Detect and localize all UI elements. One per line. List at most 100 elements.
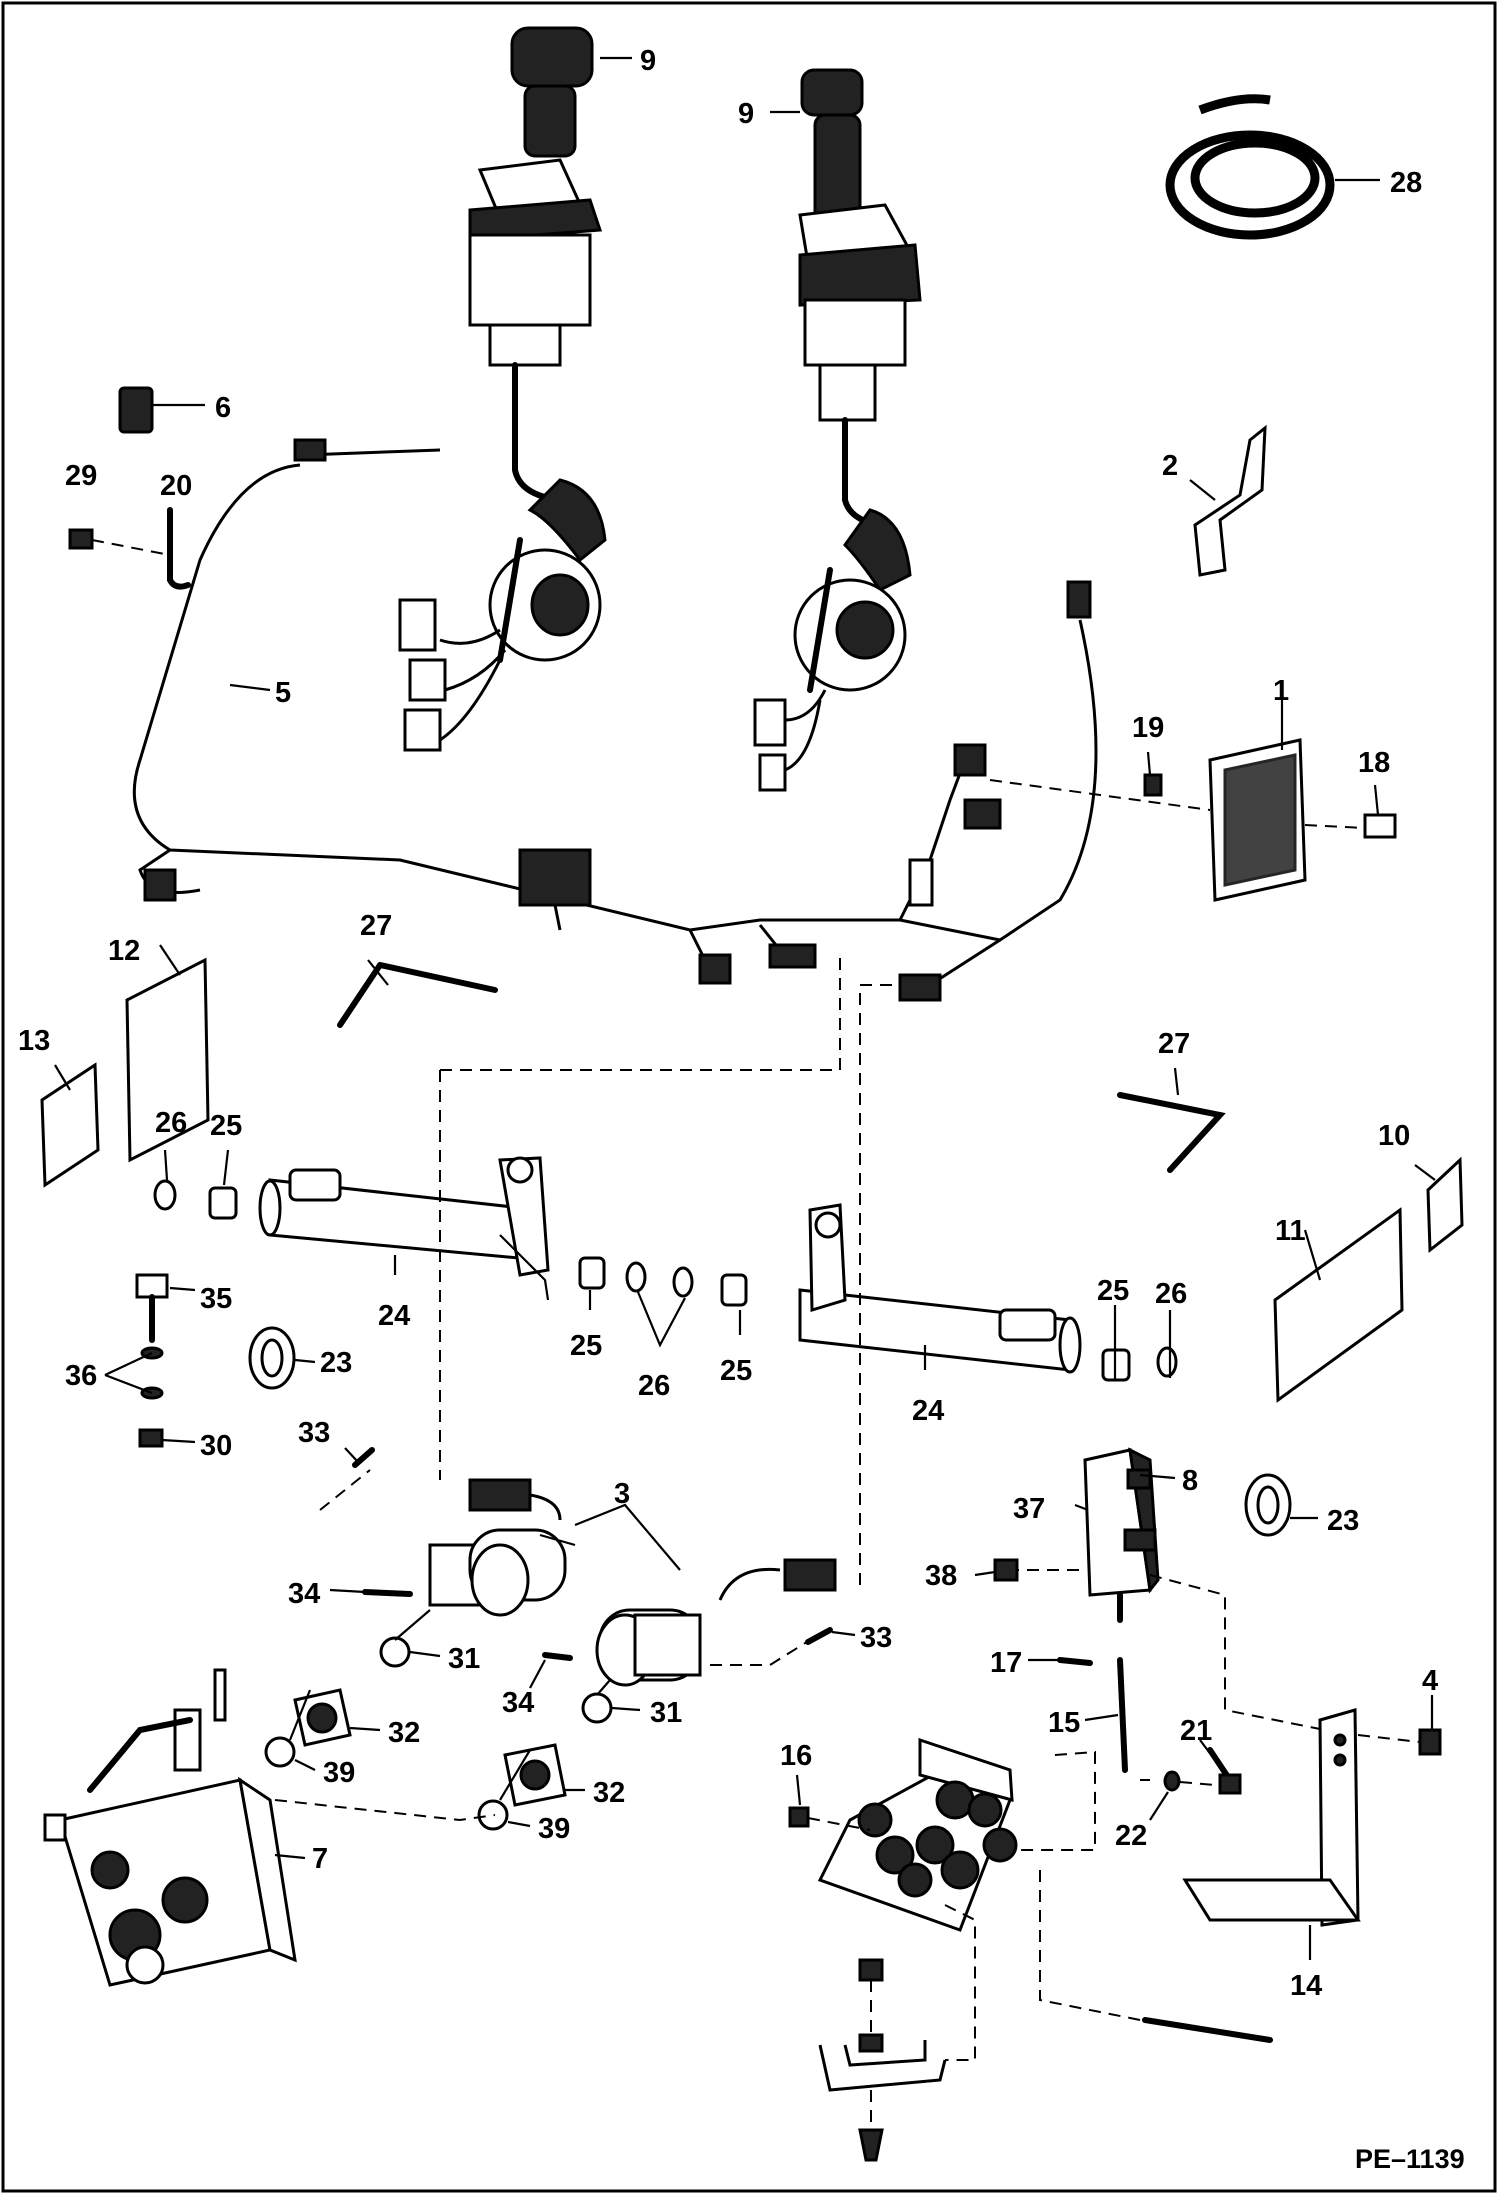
callout-4: 4 <box>1422 1665 1438 1697</box>
flange-32a <box>293 1688 352 1747</box>
o-ring-39b <box>477 1799 509 1831</box>
solenoid-valve-b <box>595 1558 837 1687</box>
bolt-4 <box>1418 1728 1442 1756</box>
pivot-pin <box>1142 2017 1273 2043</box>
right-shaft <box>798 1203 1082 1374</box>
switch-assembly <box>1083 1447 1160 1623</box>
ring-26d <box>1156 1346 1178 1378</box>
callout-14: 14 <box>1290 1970 1322 2002</box>
callout-32-a: 32 <box>388 1717 420 1749</box>
flange-32b <box>503 1743 567 1807</box>
callout-26-b: 26 <box>638 1370 670 1402</box>
left-shaft <box>258 1156 550 1301</box>
callout-18: 18 <box>1358 747 1390 779</box>
callout-8: 8 <box>1182 1465 1198 1497</box>
allen-wrench-a <box>337 962 383 1028</box>
callout-27-right: 27 <box>1158 1028 1190 1060</box>
callout-17: 17 <box>990 1647 1022 1679</box>
lower-bracket <box>818 2033 947 2092</box>
bolt-29 <box>68 528 94 550</box>
callout-7: 7 <box>312 1843 328 1875</box>
callout-37: 37 <box>1013 1493 1045 1525</box>
callout-23-left: 23 <box>320 1347 352 1379</box>
callout-25-c: 25 <box>720 1355 752 1387</box>
wire-harness <box>132 438 1098 1002</box>
bushing-25b <box>578 1256 606 1290</box>
bracket-2 <box>1193 424 1267 577</box>
lock-nut <box>858 1958 884 1982</box>
decal-10 <box>1426 1156 1464 1253</box>
callout-25-b: 25 <box>570 1330 602 1362</box>
callout-24-right: 24 <box>912 1395 944 1427</box>
o-ring-39a <box>264 1736 296 1768</box>
callout-22: 22 <box>1115 1820 1147 1852</box>
callout-23-right: 23 <box>1327 1505 1359 1537</box>
callout-36: 36 <box>65 1360 97 1392</box>
allen-wrench-b <box>1117 1092 1226 1173</box>
callout-39-b: 39 <box>538 1813 570 1845</box>
callout-31-a: 31 <box>448 1643 480 1675</box>
callout-34-a: 34 <box>288 1578 320 1610</box>
pin-34a <box>362 1589 413 1597</box>
screw-35 <box>135 1273 169 1299</box>
decal-11 <box>1273 1207 1404 1403</box>
callout-25-a: 25 <box>210 1110 242 1142</box>
control-module <box>989 738 1397 902</box>
ring-26c <box>672 1266 694 1298</box>
coiled-hose <box>1165 94 1335 240</box>
bracket-clip <box>167 507 191 590</box>
callout-19: 19 <box>1132 712 1164 744</box>
callout-11: 11 <box>1275 1215 1306 1247</box>
callout-33-b: 33 <box>860 1622 892 1654</box>
ring-26a <box>153 1179 177 1211</box>
callout-31-b: 31 <box>650 1697 682 1729</box>
pin-17 <box>1057 1657 1093 1666</box>
solenoid-valve-a <box>428 1478 576 1617</box>
callout-28: 28 <box>1390 167 1422 199</box>
decal-13 <box>40 1062 100 1188</box>
callout-20: 20 <box>160 470 192 502</box>
bushing-25c <box>720 1273 748 1307</box>
bottom-bolt <box>858 2128 884 2162</box>
drawing-reference: PE–1139 <box>1355 2144 1465 2174</box>
callout-5: 5 <box>275 677 291 709</box>
callout-26-a: 26 <box>155 1107 187 1139</box>
callout-29: 29 <box>65 460 97 492</box>
rod-15 <box>1117 1657 1128 1773</box>
right-joystick <box>753 68 922 792</box>
callout-27-left: 27 <box>360 910 392 942</box>
callout-34-b: 34 <box>502 1687 534 1719</box>
callout-13: 13 <box>18 1025 50 1057</box>
pedal-assembly <box>817 1737 1018 1932</box>
switch <box>118 386 154 434</box>
callout-33-a: 33 <box>298 1417 330 1449</box>
callout-30: 30 <box>200 1430 232 1462</box>
callout-32-b: 32 <box>593 1777 625 1809</box>
pin-33b <box>805 1627 833 1645</box>
callout-6: 6 <box>215 392 231 424</box>
pin-34b <box>542 1652 573 1661</box>
left-joystick <box>398 26 607 752</box>
callout-15: 15 <box>1048 1707 1080 1739</box>
ring-26b <box>625 1261 647 1293</box>
callout-9-right: 9 <box>738 98 754 130</box>
nut-30 <box>138 1428 164 1448</box>
bushing-25a <box>208 1186 238 1220</box>
o-ring-31b <box>581 1692 613 1724</box>
washer-22 <box>1163 1770 1181 1792</box>
callout-24-left: 24 <box>378 1300 410 1332</box>
callout-10: 10 <box>1378 1120 1410 1152</box>
callout-35: 35 <box>200 1283 232 1315</box>
control-valve <box>43 1668 297 1987</box>
callout-25-d: 25 <box>1097 1275 1129 1307</box>
callout-9-left: 9 <box>640 45 656 77</box>
callout-2: 2 <box>1162 450 1178 482</box>
pin-33a <box>352 1447 375 1468</box>
callout-1: 1 <box>1273 675 1289 707</box>
nut-16 <box>788 1806 810 1828</box>
o-ring-31a <box>379 1636 411 1668</box>
bracket-14 <box>1182 1708 1361 1927</box>
callout-26-c: 26 <box>1155 1278 1187 1310</box>
